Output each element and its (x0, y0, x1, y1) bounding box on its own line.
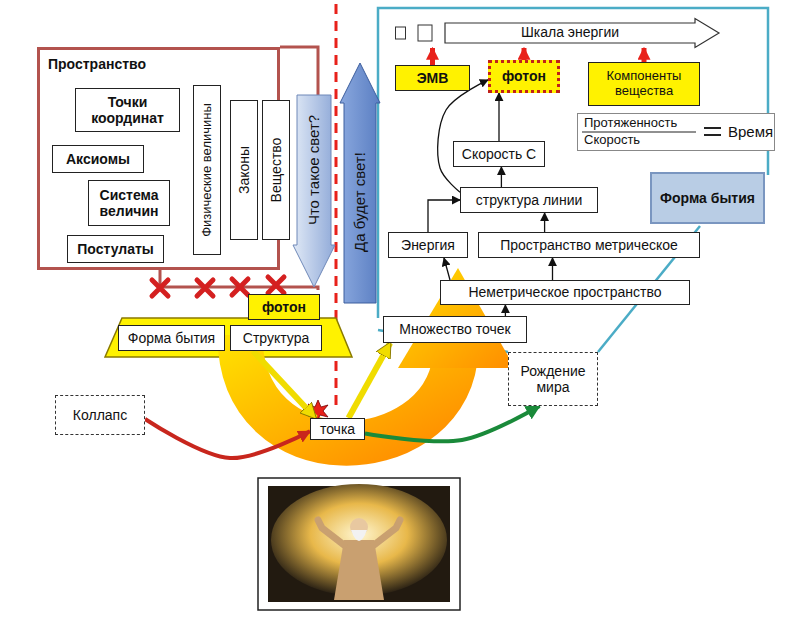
cross-mark (268, 277, 284, 293)
connector (552, 258, 553, 280)
connector (428, 200, 460, 232)
node-label: Компоненты вещества (594, 69, 694, 99)
node-label: Время (728, 123, 773, 140)
figure-beard (351, 530, 367, 541)
process-box: Аксиомы (52, 145, 144, 173)
process-box: ЭМВ (395, 65, 470, 91)
node-label: Законы (236, 146, 252, 194)
node-label: точка (320, 421, 355, 437)
node-label: Неметрическое пространство (468, 284, 661, 300)
node-label: Скорость (584, 133, 640, 148)
process-box: точка (310, 418, 365, 440)
connector (544, 213, 545, 232)
energy-scale-arrow: Шкала энергии (395, 18, 720, 48)
node-label: Протяженность (584, 116, 677, 131)
process-box: Скорость С (453, 141, 545, 167)
equals-sign (704, 128, 721, 135)
picture-frame (258, 478, 460, 610)
creator-picture (258, 478, 460, 610)
process-box: Постулаты (67, 235, 164, 263)
connector (438, 80, 488, 192)
node-label: Аксиомы (66, 151, 130, 167)
connector (145, 419, 310, 458)
connector (498, 93, 499, 141)
process-box: Точки координат (75, 88, 180, 132)
dashed-box: Коллапс (55, 395, 145, 435)
process-box: Система величин (88, 180, 170, 226)
node-label: фотон (262, 299, 306, 315)
scale-cell (396, 27, 406, 39)
scale-cell (418, 25, 432, 41)
node-label: Пространство метрическое (500, 237, 678, 253)
cross-mark (232, 279, 248, 295)
figure-robe (334, 540, 384, 600)
node-label: Энергия (401, 237, 455, 253)
node-label: Рождение мира (514, 363, 592, 395)
vertical-box: Законы (230, 100, 258, 240)
process-box: Структура (230, 325, 322, 351)
node-label: Что такое свет? (305, 115, 322, 225)
node-label: Физические величины (200, 103, 215, 237)
scale-arrow (445, 19, 719, 48)
node-label: Форма бытия (660, 190, 755, 206)
process-box: структура линии (460, 187, 598, 213)
process-box: Форма бытия (118, 325, 225, 351)
node-label: Да будет свет! (351, 152, 368, 252)
down-arrow-shape: Что такое свет? (293, 95, 335, 287)
node-label: Коллапс (73, 407, 127, 423)
arrow-outline (340, 63, 380, 303)
state-box: Форма бытия (650, 172, 765, 224)
connector (365, 406, 540, 441)
process-box: Множество точек (383, 316, 527, 343)
node-label: Форма бытия (128, 330, 215, 346)
connector (444, 258, 450, 280)
up-arrow-shape: Да будет свет! (340, 63, 380, 303)
node-label: Точки координат (81, 94, 174, 126)
connector (642, 48, 647, 62)
brown-line (280, 47, 318, 100)
vertical-box: Физические величины (193, 85, 221, 255)
node-label: Вещество (268, 138, 284, 203)
node-label: фотон (502, 68, 546, 84)
process-box: Компоненты вещества (588, 62, 700, 106)
region-title: Пространство (48, 56, 269, 72)
connector (253, 351, 316, 418)
process-box: Неметрическое пространство (440, 280, 690, 305)
teal-outline (378, 8, 768, 352)
process-box: Пространство метрическое (478, 232, 700, 258)
process-box: Энергия (388, 232, 468, 258)
process-box: фотон (248, 294, 320, 320)
formula-box: ПротяженностьСкорость Время (577, 113, 775, 151)
node-label: Постулаты (77, 241, 154, 257)
node-label: Структура (243, 330, 309, 346)
vertical-box: Вещество (262, 100, 290, 240)
node-label: Скорость С (462, 146, 536, 162)
connector (505, 305, 506, 316)
cross-mark (197, 280, 213, 296)
highlight-box: фотон (488, 60, 560, 93)
arrow-outline (293, 95, 335, 287)
node-label: Множество точек (399, 321, 510, 337)
node-label: ЭМВ (417, 70, 449, 86)
connector (522, 48, 527, 60)
node-label: Система величин (94, 187, 164, 219)
connector (501, 167, 502, 187)
cross-mark (152, 280, 168, 296)
teal-line (378, 8, 768, 318)
connector (430, 48, 435, 65)
dashed-box: Рождение мира (508, 352, 598, 406)
node-label: Шкала энергии (447, 24, 693, 40)
node-label: структура линии (476, 192, 583, 208)
connector (349, 343, 391, 418)
